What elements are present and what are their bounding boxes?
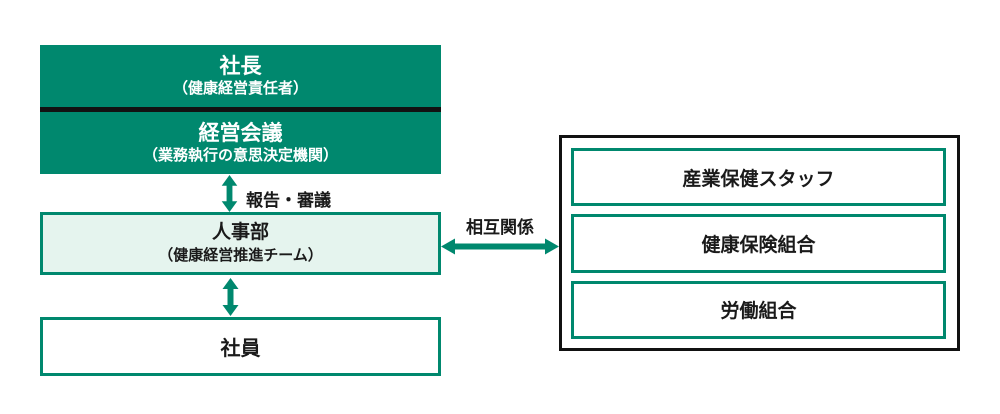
vertical-double-arrow-icon	[221, 175, 238, 212]
president-subtitle: （健康経営責任者）	[172, 79, 308, 97]
section-divider	[40, 107, 441, 112]
executive-block: 社長 （健康経営責任者） 経営会議 （業務執行の意思決定機関）	[40, 45, 441, 174]
partner-box-labor-union: 労働組合	[571, 280, 946, 339]
partner-box-health-insurance-association: 健康保険組合	[571, 214, 946, 273]
president-title: 社長	[219, 54, 262, 78]
horizontal-double-arrow-icon	[441, 238, 559, 255]
report-arrow-label: 報告・審議	[246, 191, 331, 210]
management-meeting-subtitle: （業務執行の意思決定機関）	[142, 146, 338, 164]
employees-box: 社員	[40, 317, 441, 376]
hr-department-box: 人事部 （健康経営推進チーム）	[40, 212, 441, 275]
partner-box-occupational-health-staff: 産業保健スタッフ	[571, 148, 946, 207]
hr-department-title: 人事部	[211, 222, 269, 244]
vertical-double-arrow-icon	[222, 278, 239, 316]
mutual-arrow-label: 相互関係	[466, 218, 534, 237]
management-meeting-title: 経営会議	[198, 121, 283, 145]
hr-department-subtitle: （健康経営推進チーム）	[158, 247, 323, 265]
partners-container: 産業保健スタッフ 健康保険組合 労働組合	[559, 135, 960, 351]
management-meeting-section: 経営会議 （業務執行の意思決定機関）	[40, 112, 441, 174]
president-section: 社長 （健康経営責任者）	[40, 45, 441, 107]
